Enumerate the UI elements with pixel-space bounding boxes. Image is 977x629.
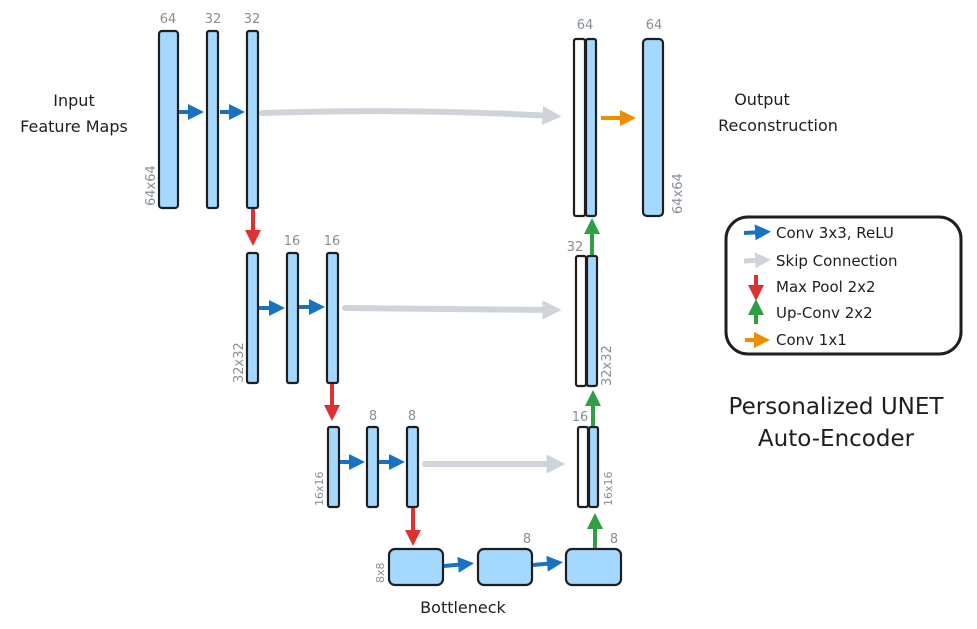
encoder-block-l3-conv1 <box>365 425 380 509</box>
channel-label: 16 <box>572 410 589 425</box>
channel-label: 8 <box>610 532 618 547</box>
bottleneck-block-3 <box>564 547 623 587</box>
legend: Conv 3x3, ReLU Skip Connection Max Pool … <box>724 215 963 356</box>
channel-label: 32 <box>205 12 222 27</box>
skip-connection-arrow-level2 <box>342 300 562 320</box>
encoder-block-l2-conv2 <box>325 251 340 385</box>
decoder-block-l3 <box>587 425 600 509</box>
encoder-block-l1-input <box>157 29 180 210</box>
arrow-right-icon <box>743 252 771 269</box>
legend-item-label: Conv 1x1 <box>776 331 847 349</box>
legend-item-label: Max Pool 2x2 <box>776 278 876 296</box>
channel-label: 8 <box>408 409 416 424</box>
decoder-block-l1 <box>584 37 598 218</box>
channel-label: 32 <box>567 240 584 255</box>
size-label: 32x32 <box>600 345 615 386</box>
channel-label: 8 <box>369 409 377 424</box>
encoder-block-l1-conv1 <box>205 29 220 210</box>
channel-label: 64 <box>646 18 663 33</box>
encoder-block-l1-conv2 <box>245 29 260 210</box>
decoder-skip-block-l1 <box>572 37 587 218</box>
legend-item-label: Conv 3x3, ReLU <box>776 224 894 242</box>
decoder-block-l2 <box>585 254 599 388</box>
size-label: 8x8 <box>374 562 387 583</box>
encoder-block-l2-conv1 <box>285 251 300 385</box>
size-label: 32x32 <box>232 342 247 383</box>
output-block <box>641 37 665 218</box>
channel-label: 64 <box>577 18 594 33</box>
legend-box <box>724 215 963 356</box>
bottleneck-block-1 <box>387 547 445 587</box>
size-label: 64x64 <box>671 173 686 214</box>
channel-label: 8 <box>523 532 531 547</box>
legend-item-label: Up-Conv 2x2 <box>776 304 873 322</box>
channel-label: 32 <box>244 12 261 27</box>
encoder-block-l3-input <box>326 425 341 509</box>
encoder-block-l3-conv2 <box>405 425 420 509</box>
bottleneck-block-2 <box>476 547 534 587</box>
decoder-skip-block-l3 <box>576 425 590 509</box>
channel-label: 64 <box>160 12 177 27</box>
input-label-line2: Feature Maps <box>20 117 128 136</box>
size-label: 64x64 <box>144 165 159 206</box>
conv-arrow <box>532 555 563 572</box>
encoder-block-l2-input <box>245 251 260 385</box>
arrow-right-icon <box>743 224 771 241</box>
channel-label: 16 <box>284 234 301 249</box>
diagram-title-line2: Auto-Encoder <box>758 426 915 452</box>
decoder-skip-block-l2 <box>574 254 588 388</box>
size-label: 16x16 <box>602 471 615 506</box>
legend-item-label: Skip Connection <box>776 252 898 270</box>
input-label-line1: Input <box>53 91 94 110</box>
conv-arrow <box>443 556 474 573</box>
channel-label: 16 <box>324 234 341 249</box>
diagram-title-line1: Personalized UNET <box>729 394 945 420</box>
output-label-line2: Reconstruction <box>718 116 838 135</box>
output-label-line1: Output <box>734 90 790 109</box>
bottleneck-label: Bottleneck <box>420 598 506 617</box>
skip-connection-arrow-level1 <box>259 105 562 126</box>
size-label: 16x16 <box>313 471 326 506</box>
